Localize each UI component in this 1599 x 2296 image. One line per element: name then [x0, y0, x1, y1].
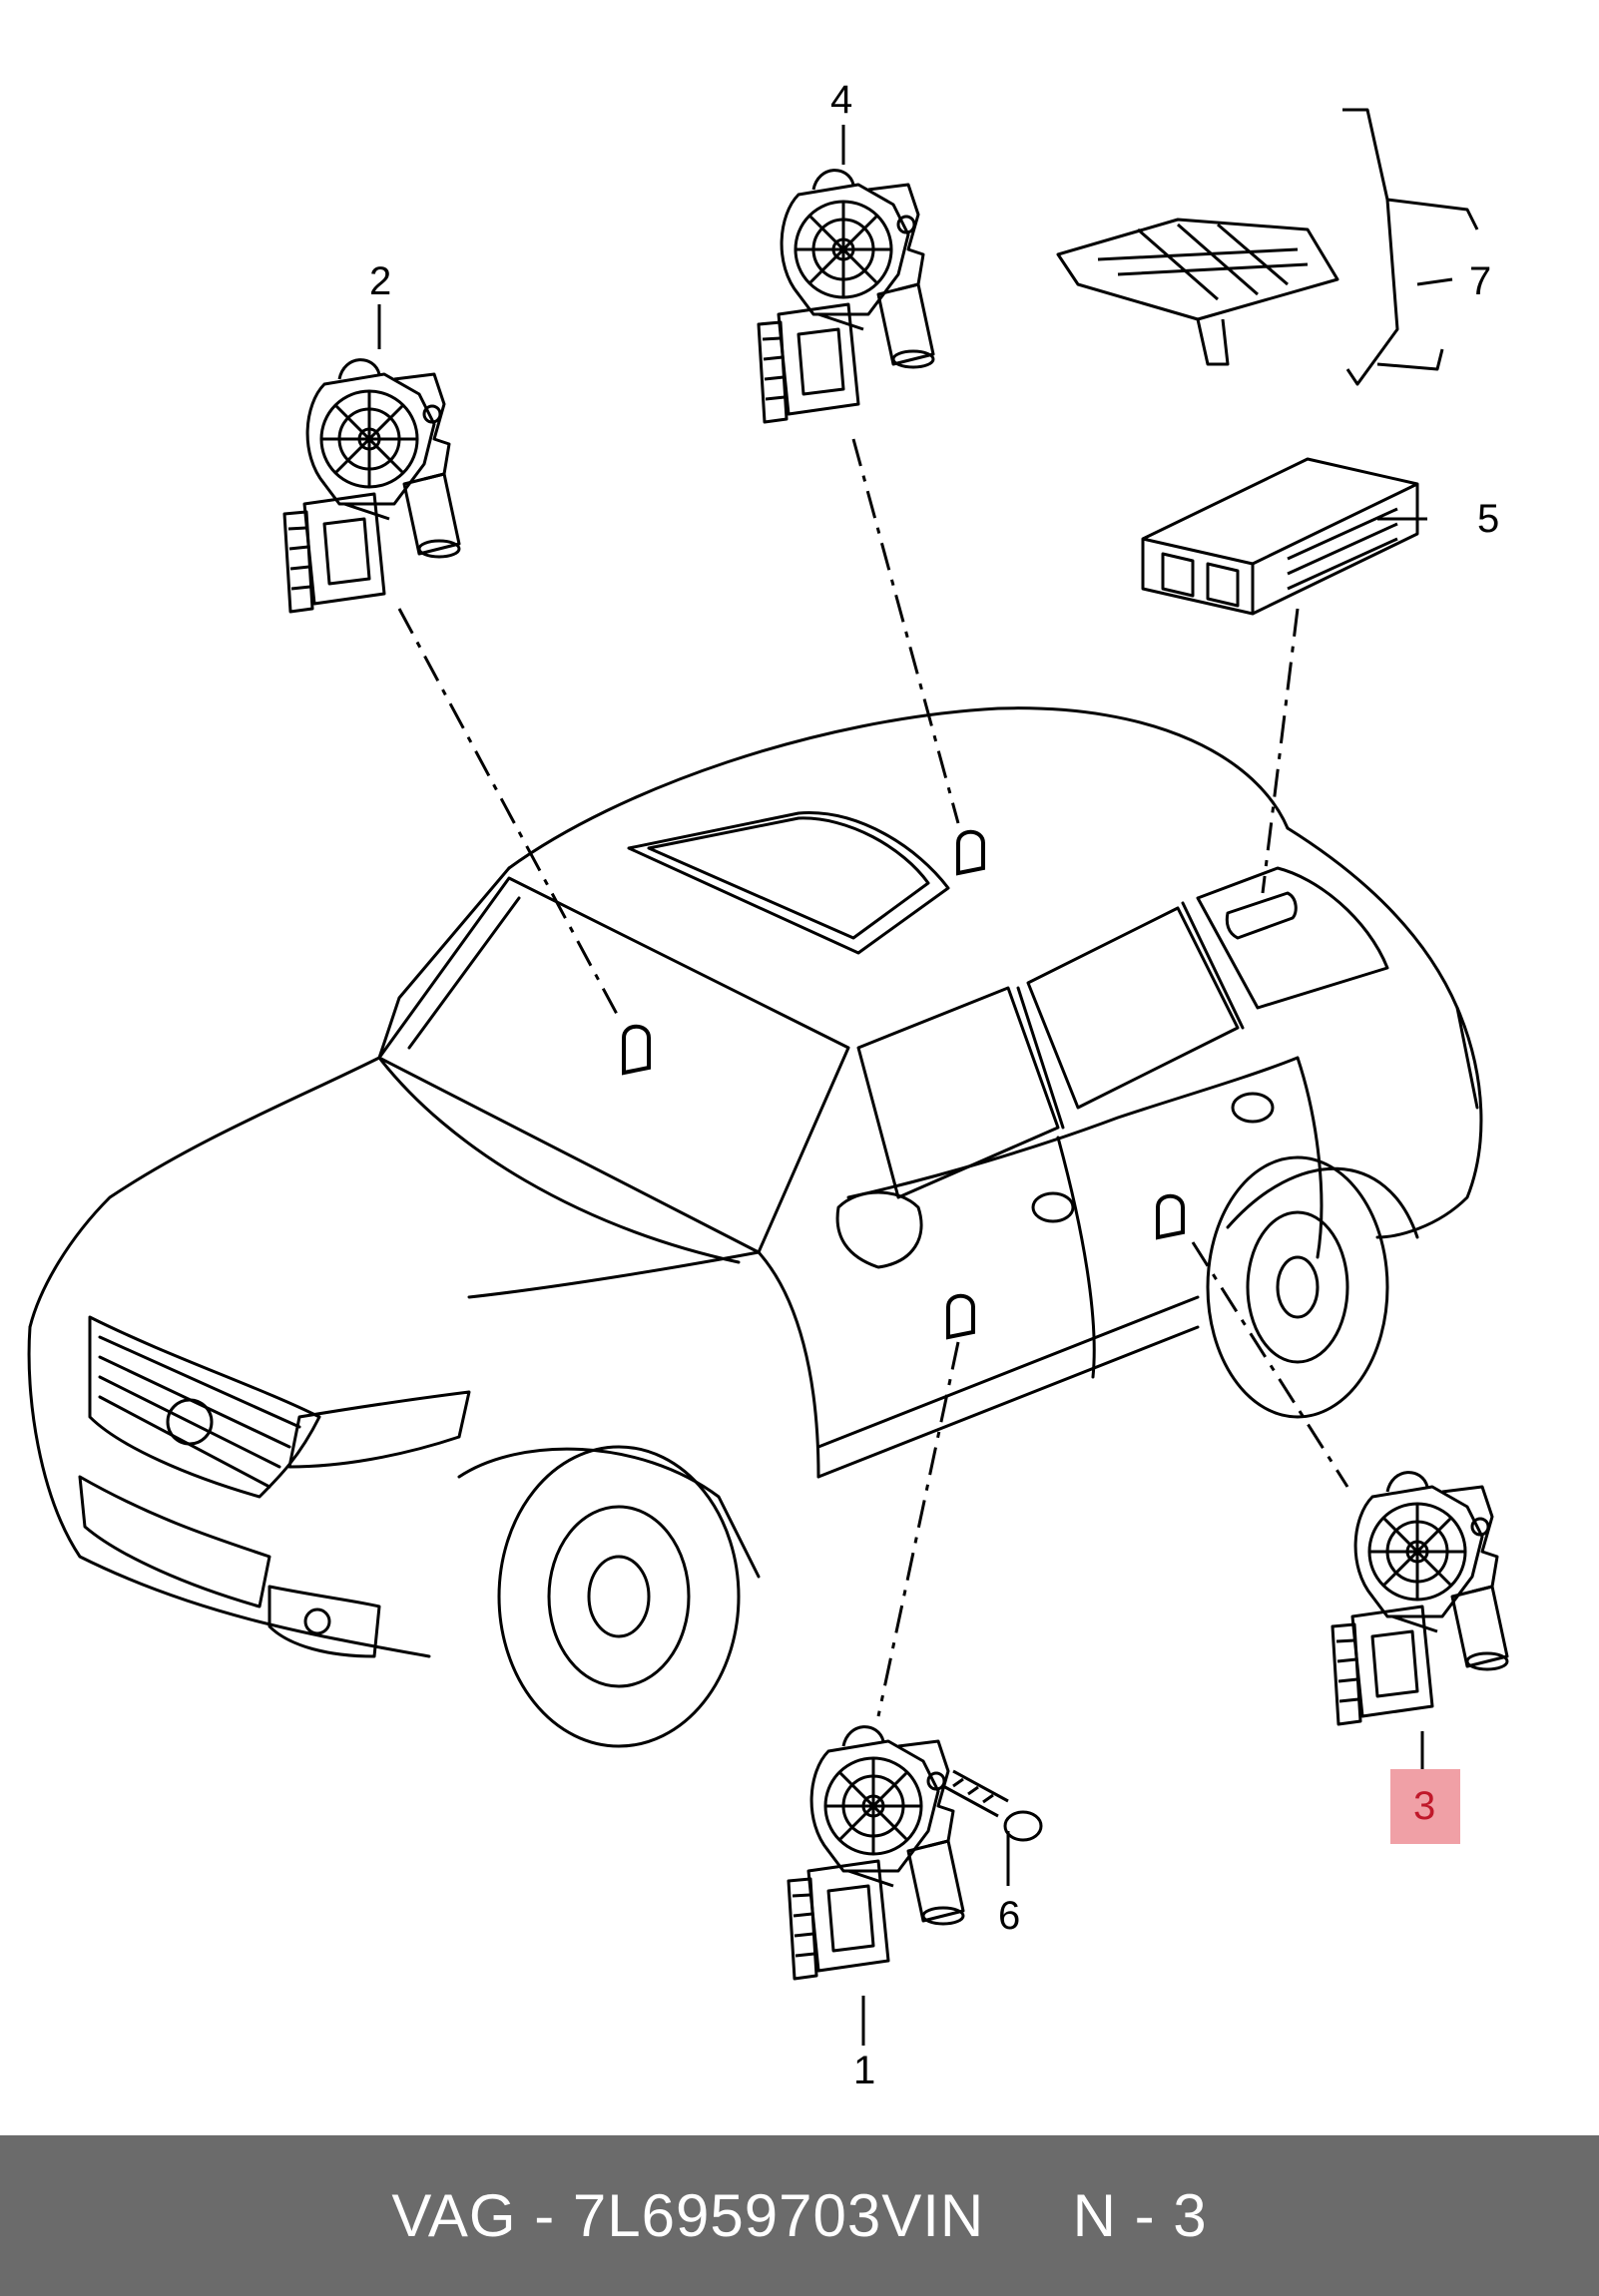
vehicle-outline — [27, 706, 1483, 1748]
control-unit — [1141, 457, 1419, 616]
window-motor-4 — [757, 169, 935, 424]
footer-bar: VAG - 7L6959703VIN N - 3 — [0, 2135, 1599, 2296]
mounting-bracket — [1056, 108, 1479, 386]
callout-3: 3 — [1413, 1784, 1436, 1828]
callout-2: 2 — [369, 259, 392, 303]
callout-4: 4 — [830, 78, 853, 122]
part-number-label: VAG - 7L6959703VIN N - 3 — [391, 2182, 1208, 2249]
mount-markers — [622, 829, 1185, 1340]
callout-1: 1 — [853, 2049, 876, 2092]
parts-diagram — [27, 108, 1509, 2046]
leader-lines — [397, 438, 1349, 1717]
callout-7: 7 — [1469, 259, 1492, 303]
window-motor-1 — [787, 1725, 965, 1981]
highlight-box — [1390, 1769, 1460, 1844]
callout-6: 6 — [998, 1894, 1021, 1938]
window-motor-3 — [1331, 1471, 1509, 1726]
window-motor-2 — [282, 358, 461, 614]
bolt — [942, 1769, 1043, 1842]
callout-5: 5 — [1477, 497, 1500, 541]
